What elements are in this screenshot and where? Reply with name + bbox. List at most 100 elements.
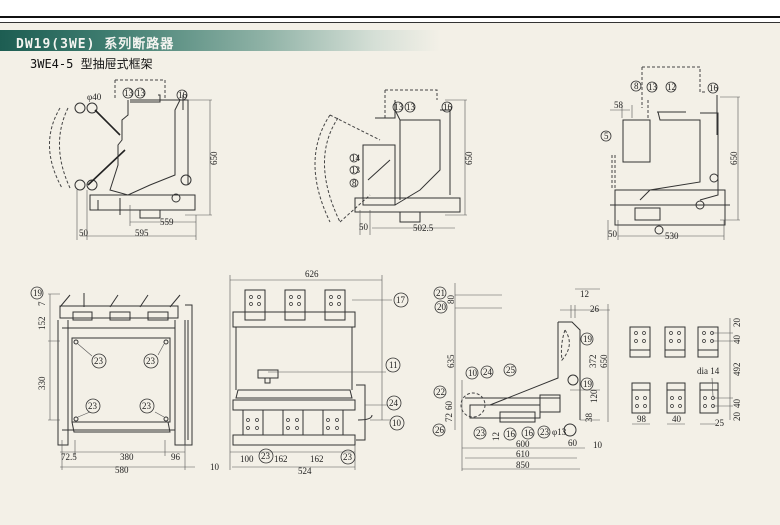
dim-label: 650: [209, 151, 219, 165]
dim-label: 120: [589, 389, 599, 403]
callout-label: 20: [437, 302, 447, 312]
dim-label: 50: [79, 228, 89, 238]
dim-label: 650: [464, 151, 474, 165]
dim-label: 580: [115, 465, 129, 475]
dim-label: 98: [637, 414, 647, 424]
section-title: DW19(3WE) 系列断路器: [16, 37, 175, 52]
front-view: 19 7 152 330 23 23 23 23 72.5 380 96 580: [30, 286, 195, 475]
callout-label: 13: [406, 102, 416, 112]
callout-label: 25: [506, 365, 516, 375]
callout-label: 13: [394, 102, 404, 112]
callout-label: 16: [178, 90, 188, 100]
dim-label: 610: [516, 449, 530, 459]
callout-label: 8: [352, 178, 357, 188]
terminal-detail: 20 40 492 dia 14 40 20 98 40 25: [629, 318, 742, 428]
dim-label: 50: [608, 229, 618, 239]
dim-label: 10: [593, 440, 603, 450]
dim-label: 10: [210, 462, 220, 472]
dim-label: 72: [444, 413, 454, 422]
dim-label: 162: [274, 454, 288, 464]
dim-label: 40: [732, 335, 742, 345]
callout-label: 13: [648, 82, 658, 92]
callout-label: 26: [435, 425, 445, 435]
callout-label: 13: [351, 165, 361, 175]
callout-label: 22: [436, 387, 445, 397]
callout-label: 23: [146, 356, 156, 366]
callout-label: 10: [392, 418, 402, 428]
dim-label: 600: [516, 439, 530, 449]
dim-label: 502.5: [413, 223, 434, 233]
dim-label: 635: [446, 354, 456, 368]
dim-label: 850: [516, 460, 530, 470]
callout-label: 12: [667, 82, 676, 92]
callout-label: 14: [351, 153, 361, 163]
callout-label: 19: [583, 334, 593, 344]
side-view-2: 13 13 16 14 13 8 650 50 502.5: [314, 89, 474, 235]
callout-label: 13: [124, 88, 134, 98]
dim-label: 60: [568, 438, 578, 448]
callout-label: 23: [343, 452, 353, 462]
dim-label: 530: [665, 231, 679, 241]
section-view: 21 20 80 635 12 26 19 372 650 19 10 24 2…: [432, 283, 610, 471]
callout-label: 8: [634, 81, 639, 91]
dim-label: 650: [729, 151, 739, 165]
header-rule-thick: [0, 16, 780, 18]
dim-label: 20: [732, 412, 742, 422]
dim-label: 25: [715, 418, 725, 428]
callout-label: 23: [142, 401, 152, 411]
callout-label: 23: [88, 401, 98, 411]
dim-label: 40: [732, 399, 742, 409]
dim-label: 50: [359, 222, 369, 232]
dim-label: 372: [588, 355, 598, 369]
callout-label: 10: [468, 368, 478, 378]
callout-label: 21: [436, 288, 445, 298]
callout-label: 24: [389, 398, 399, 408]
dim-label: 60: [444, 401, 454, 411]
callout-label: 23: [94, 356, 104, 366]
dim-label: 72.5: [61, 452, 77, 462]
side-view-1: φ40 13 13 16 650 559 595 50: [49, 79, 219, 240]
dim-label: 524: [298, 466, 312, 476]
dim-label: 650: [599, 354, 609, 368]
callout-label: 16: [524, 428, 534, 438]
dim-label: 162: [310, 454, 324, 464]
callout-label: 16: [443, 102, 453, 112]
callout-label: 5: [604, 131, 609, 141]
dim-label: 40: [672, 414, 682, 424]
dim-label: 559: [160, 217, 174, 227]
dim-label: 96: [171, 452, 181, 462]
dim-label: 80: [446, 295, 456, 305]
section-banner: DW19(3WE) 系列断路器: [0, 30, 440, 52]
callout-label: 23: [540, 427, 550, 437]
callout-label: 19: [583, 379, 593, 389]
dim-label: φ13: [552, 427, 567, 437]
dim-label: φ40: [87, 92, 102, 102]
callout-label: 24: [483, 367, 493, 377]
callout-label: 19: [33, 288, 43, 298]
dim-label: 330: [37, 376, 47, 390]
page-subtitle: 3WE4-5 型抽屉式框架: [30, 57, 153, 71]
callout-label: 17: [396, 295, 406, 305]
dim-label: 38: [584, 413, 594, 423]
header-rule-thin: [0, 22, 780, 23]
dim-label: 26: [590, 304, 600, 314]
dim-label: 492: [732, 363, 742, 377]
side-view-3: 8 13 12 16 5 58 650 50 530: [600, 66, 740, 241]
dim-label: 595: [135, 228, 149, 238]
callout-label: 23: [261, 451, 271, 461]
dim-label: 58: [614, 100, 624, 110]
callout-label: 16: [506, 429, 516, 439]
callout-label: 23: [476, 428, 486, 438]
dim-label: 12: [580, 289, 589, 299]
dim-label: dia 14: [697, 366, 720, 376]
callout-label: 13: [136, 88, 146, 98]
dim-label: 152: [37, 317, 47, 331]
dim-label: 100: [240, 454, 254, 464]
callout-label: 16: [709, 83, 719, 93]
dim-label: 380: [120, 452, 134, 462]
dim-label: 626: [305, 269, 319, 279]
dim-label: 20: [732, 318, 742, 328]
dim-label: 12: [491, 432, 501, 441]
rear-view: 626 17 11 24 10 100 23 162 162 23 10 524: [210, 269, 409, 476]
